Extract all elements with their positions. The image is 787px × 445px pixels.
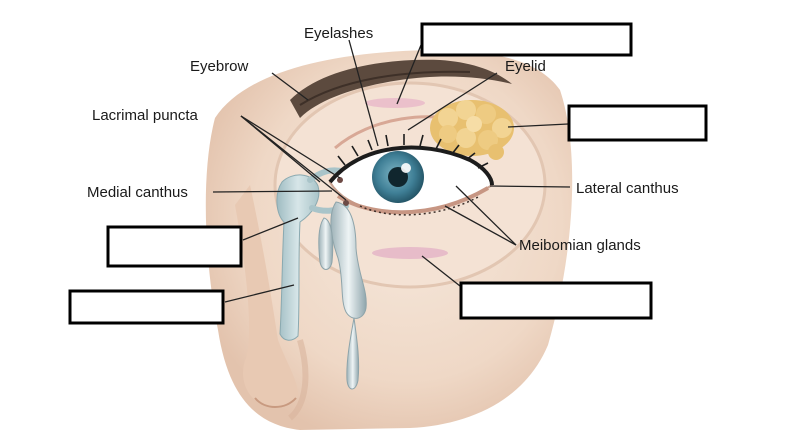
nasolacrimal-duct	[276, 174, 320, 341]
nostril	[254, 397, 297, 408]
eyelash-strands	[337, 134, 489, 169]
leader-puncta-mid	[240, 115, 321, 183]
label-lacrimal-puncta: Lacrimal puncta	[92, 107, 199, 124]
answer-box-5[interactable]	[459, 281, 653, 320]
answer-box-1[interactable]	[420, 22, 633, 57]
leader-blank-1	[396, 44, 422, 105]
leader-lateral-canthus	[489, 185, 571, 188]
face-illustration	[205, 50, 573, 430]
eyebrow-hair-texture	[299, 70, 471, 106]
label-lateral-canthus: Lateral canthus	[576, 180, 679, 197]
upper-lid-highlight	[365, 98, 425, 108]
upper-punctum	[337, 177, 343, 183]
labels: Eyelashes Eyebrow Eyelid Lacrimal puncta…	[87, 25, 679, 254]
label-meibomian-glands: Meibomian glands	[519, 237, 641, 254]
tear-stream	[346, 317, 360, 390]
leader-puncta-upper	[240, 115, 341, 179]
leader-eyebrow	[271, 72, 309, 101]
leader-medial-canthus	[212, 190, 333, 193]
label-eyelashes: Eyelashes	[304, 25, 373, 42]
lower-punctum	[343, 200, 349, 206]
leader-meibomian-lower	[444, 205, 517, 246]
leader-blank-5	[421, 255, 461, 287]
leader-eyelashes	[348, 39, 379, 147]
label-eyelid: Eyelid	[505, 58, 546, 75]
eyebrow-hair	[290, 59, 512, 118]
leader-blank-3	[242, 217, 299, 241]
leader-lines	[212, 39, 571, 303]
lower-lid-highlight	[372, 247, 448, 259]
answer-box-2[interactable]	[567, 104, 708, 142]
eye-highlight	[401, 163, 411, 173]
label-medial-canthus: Medial canthus	[87, 184, 188, 201]
lacrimal-gland	[430, 100, 514, 160]
leader-meibomian-upper	[455, 185, 517, 246]
answer-boxes	[68, 22, 708, 325]
label-eyebrow: Eyebrow	[190, 58, 249, 75]
nose	[235, 185, 298, 408]
leader-blank-4	[224, 284, 295, 303]
lower-lashes	[359, 195, 481, 216]
tear-drop-side	[318, 217, 334, 270]
tear-drop-main	[330, 201, 367, 319]
leader-eyelid	[407, 72, 498, 131]
answer-box-4[interactable]	[68, 289, 225, 325]
leader-blank-2	[507, 123, 569, 128]
answer-box-3[interactable]	[106, 225, 243, 268]
nose-shadow	[287, 339, 309, 421]
